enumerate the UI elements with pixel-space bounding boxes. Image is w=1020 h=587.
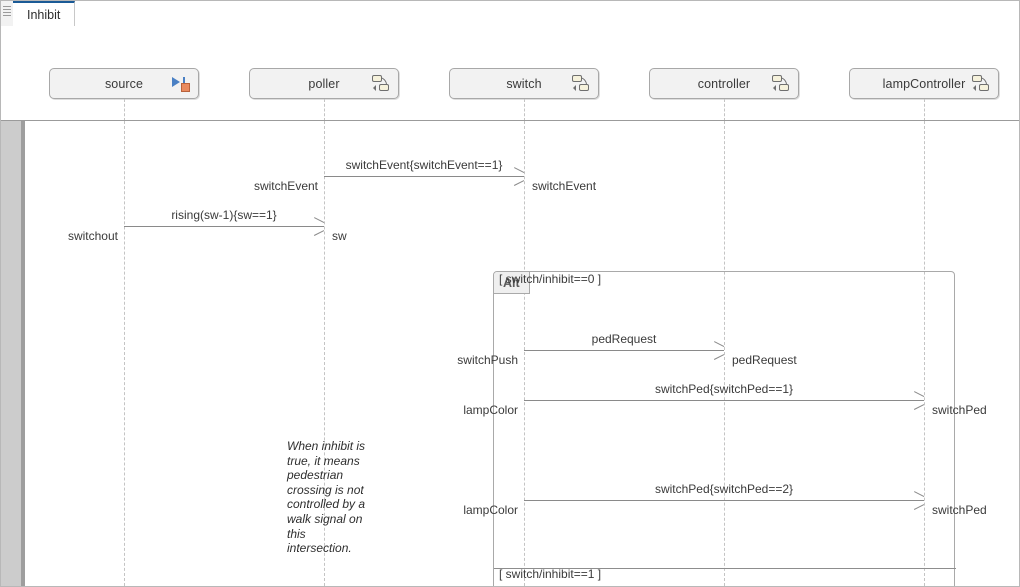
lifeline-name-label: switch: [506, 76, 542, 91]
arrow-head-icon: [913, 495, 924, 506]
message-line-rising[interactable]: [124, 226, 324, 227]
message-line-switchPed1[interactable]: [524, 400, 924, 401]
lifeline-head-source[interactable]: source: [49, 68, 199, 99]
lifeline-head-switch[interactable]: switch: [449, 68, 599, 99]
source-port-label-switchPed2: lampColor: [463, 503, 518, 517]
stateflow-chart-icon: [372, 74, 392, 94]
lifeline-source: [124, 121, 125, 586]
alt-fragment-keyword: Alt: [494, 272, 530, 294]
target-port-label-pedRequest: pedRequest: [732, 353, 797, 367]
stateflow-chart-icon: [972, 74, 992, 94]
arrow-head-icon: [513, 171, 524, 182]
diagram-canvas: Alt[ switch/inhibit==0 ] [ switch/inhibit…: [1, 121, 1019, 586]
lifeline-stub-source: [124, 99, 125, 121]
source-port-label-switchEvent: switchEvent: [253, 179, 318, 193]
message-line-switchPed2[interactable]: [524, 500, 924, 501]
message-line-pedRequest[interactable]: [524, 350, 724, 351]
arrow-head-icon: [913, 395, 924, 406]
message-label-pedRequest: pedRequest: [591, 332, 657, 346]
message-label-switchEvent: switchEvent{switchEvent==1}: [345, 158, 503, 172]
target-port-label-switchPed2: switchPed: [932, 503, 987, 517]
lifeline-stub-poller: [324, 99, 325, 121]
diagram-note: When inhibit is true, it means pedestria…: [287, 439, 366, 556]
source-port-label-switchPed1: lampColor: [463, 403, 518, 417]
lifeline-switch: [524, 121, 525, 586]
lifeline-name-label: controller: [697, 76, 751, 91]
arrow-head-icon: [313, 221, 324, 232]
lifeline-name-label: poller: [308, 76, 340, 91]
alt-combined-fragment[interactable]: Alt: [493, 271, 956, 586]
stateflow-chart-icon: [772, 74, 792, 94]
message-label-switchPed2: switchPed{switchPed==2}: [654, 482, 794, 496]
lifeline-head-lampController[interactable]: lampController: [849, 68, 999, 99]
alt-operand-divider: [494, 568, 956, 569]
lifeline-header-strip: source poller switch controller lampControll…: [1, 27, 1019, 121]
message-line-switchEvent[interactable]: [324, 176, 524, 177]
tab-bar: Inhibit: [1, 1, 1019, 28]
target-port-label-rising: sw: [332, 229, 347, 243]
lifeline-poller: [324, 121, 325, 586]
tab-label: Inhibit: [27, 7, 61, 22]
lifeline-name-label: lampController: [882, 76, 966, 91]
stateflow-chart-icon: [572, 74, 592, 94]
target-port-label-switchPed1: switchPed: [932, 403, 987, 417]
alt-guard-1: [ switch/inhibit==0 ]: [499, 272, 602, 286]
lifeline-lampController: [924, 121, 925, 586]
tab-inhibit[interactable]: Inhibit: [13, 1, 76, 26]
alt-guard-2: [ switch/inhibit==1 ]: [499, 567, 602, 581]
lifeline-controller: [724, 121, 725, 586]
source-port-label-pedRequest: switchPush: [457, 353, 518, 367]
lifeline-stub-lampController: [924, 99, 925, 121]
lifeline-head-poller[interactable]: poller: [249, 68, 399, 99]
header-separator: [1, 120, 1019, 121]
lifeline-stub-controller: [724, 99, 725, 121]
simulink-source-icon: [172, 74, 192, 94]
message-label-rising: rising(sw-1){sw==1}: [171, 208, 277, 222]
lifeline-name-label: source: [104, 76, 144, 91]
arrow-head-icon: [713, 345, 724, 356]
canvas-left-gutter: [1, 121, 25, 586]
source-port-label-rising: switchout: [67, 229, 118, 243]
message-label-switchPed1: switchPed{switchPed==1}: [654, 382, 794, 396]
lifeline-head-controller[interactable]: controller: [649, 68, 799, 99]
target-port-label-switchEvent: switchEvent: [532, 179, 597, 193]
lifeline-stub-switch: [524, 99, 525, 121]
